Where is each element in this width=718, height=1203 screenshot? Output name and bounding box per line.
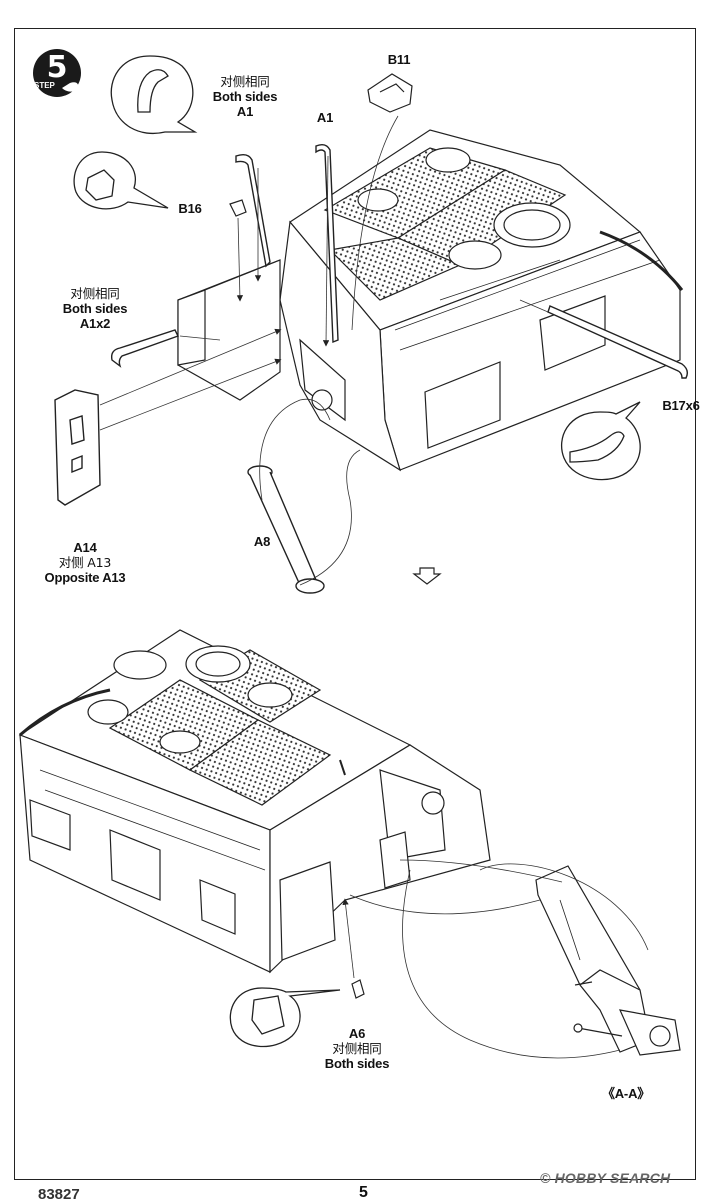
label-both-sides-left: 对侧相同 Both sides A1x2: [62, 286, 128, 331]
step-number: 5: [46, 50, 68, 85]
page-frame: [14, 28, 696, 1180]
part-b16: [229, 199, 247, 217]
step-badge-shape: [33, 49, 81, 97]
step-word: STEP: [34, 81, 55, 90]
label-opposite-en: Opposite A13: [44, 570, 126, 585]
product-code: 83827: [38, 1186, 80, 1203]
label-b16: B16: [178, 201, 202, 216]
callout-b16: [73, 151, 169, 210]
label-a1x2: A1x2: [79, 316, 111, 331]
label-both-sides-left-en: Both sides: [62, 301, 128, 316]
label-a14-group: A14 对侧 A13 Opposite A13: [45, 540, 126, 585]
label-a6: A6: [348, 1026, 366, 1041]
label-a6-both-en: Both sides: [324, 1056, 390, 1071]
label-b17x6: B17x6: [662, 398, 700, 413]
page-number: 5: [359, 1184, 368, 1201]
label-a1-right: A1: [316, 110, 334, 125]
label-a6-both-cn: 对侧相同: [332, 1041, 382, 1056]
down-arrow-icon: [412, 567, 442, 585]
part-a14: [54, 389, 101, 506]
part-b17x6: [547, 305, 689, 379]
guide-lines-lower: [342, 859, 649, 1059]
step-badge: 5 STEP: [28, 48, 86, 98]
label-both-sides-left-cn: 对侧相同: [70, 286, 120, 301]
watermark: © HOBBY SEARCH: [540, 1170, 671, 1186]
part-b11: [367, 73, 413, 113]
guide-lines-upper: [99, 115, 549, 586]
label-section-a-a: 《A-A》: [601, 1086, 651, 1101]
label-both-sides-cn: 对侧相同: [220, 74, 270, 89]
label-a14: A14: [73, 540, 97, 555]
label-a1-left: A1: [236, 104, 254, 119]
lower-hull-front: [18, 629, 491, 974]
section-a-a-part: [535, 865, 681, 1056]
callout-a1-bend: [110, 55, 198, 134]
label-opposite-cn: 对侧 A13: [58, 555, 112, 570]
label-a8: A8: [253, 534, 271, 549]
upper-hull-rear: [177, 129, 684, 472]
part-a1x2: [110, 329, 179, 368]
label-a6-group: A6 对侧相同 Both sides: [324, 1026, 390, 1071]
label-both-sides-en: Both sides: [212, 89, 278, 104]
part-a6: [351, 979, 365, 999]
label-both-sides-top: 对侧相同 Both sides A1: [212, 74, 278, 119]
callout-a6: [229, 987, 341, 1048]
part-a1-right: [315, 143, 339, 344]
label-b11: B11: [387, 52, 411, 67]
part-a1-left: [235, 153, 271, 268]
callout-b17: [560, 401, 641, 481]
part-a8: [247, 465, 325, 594]
